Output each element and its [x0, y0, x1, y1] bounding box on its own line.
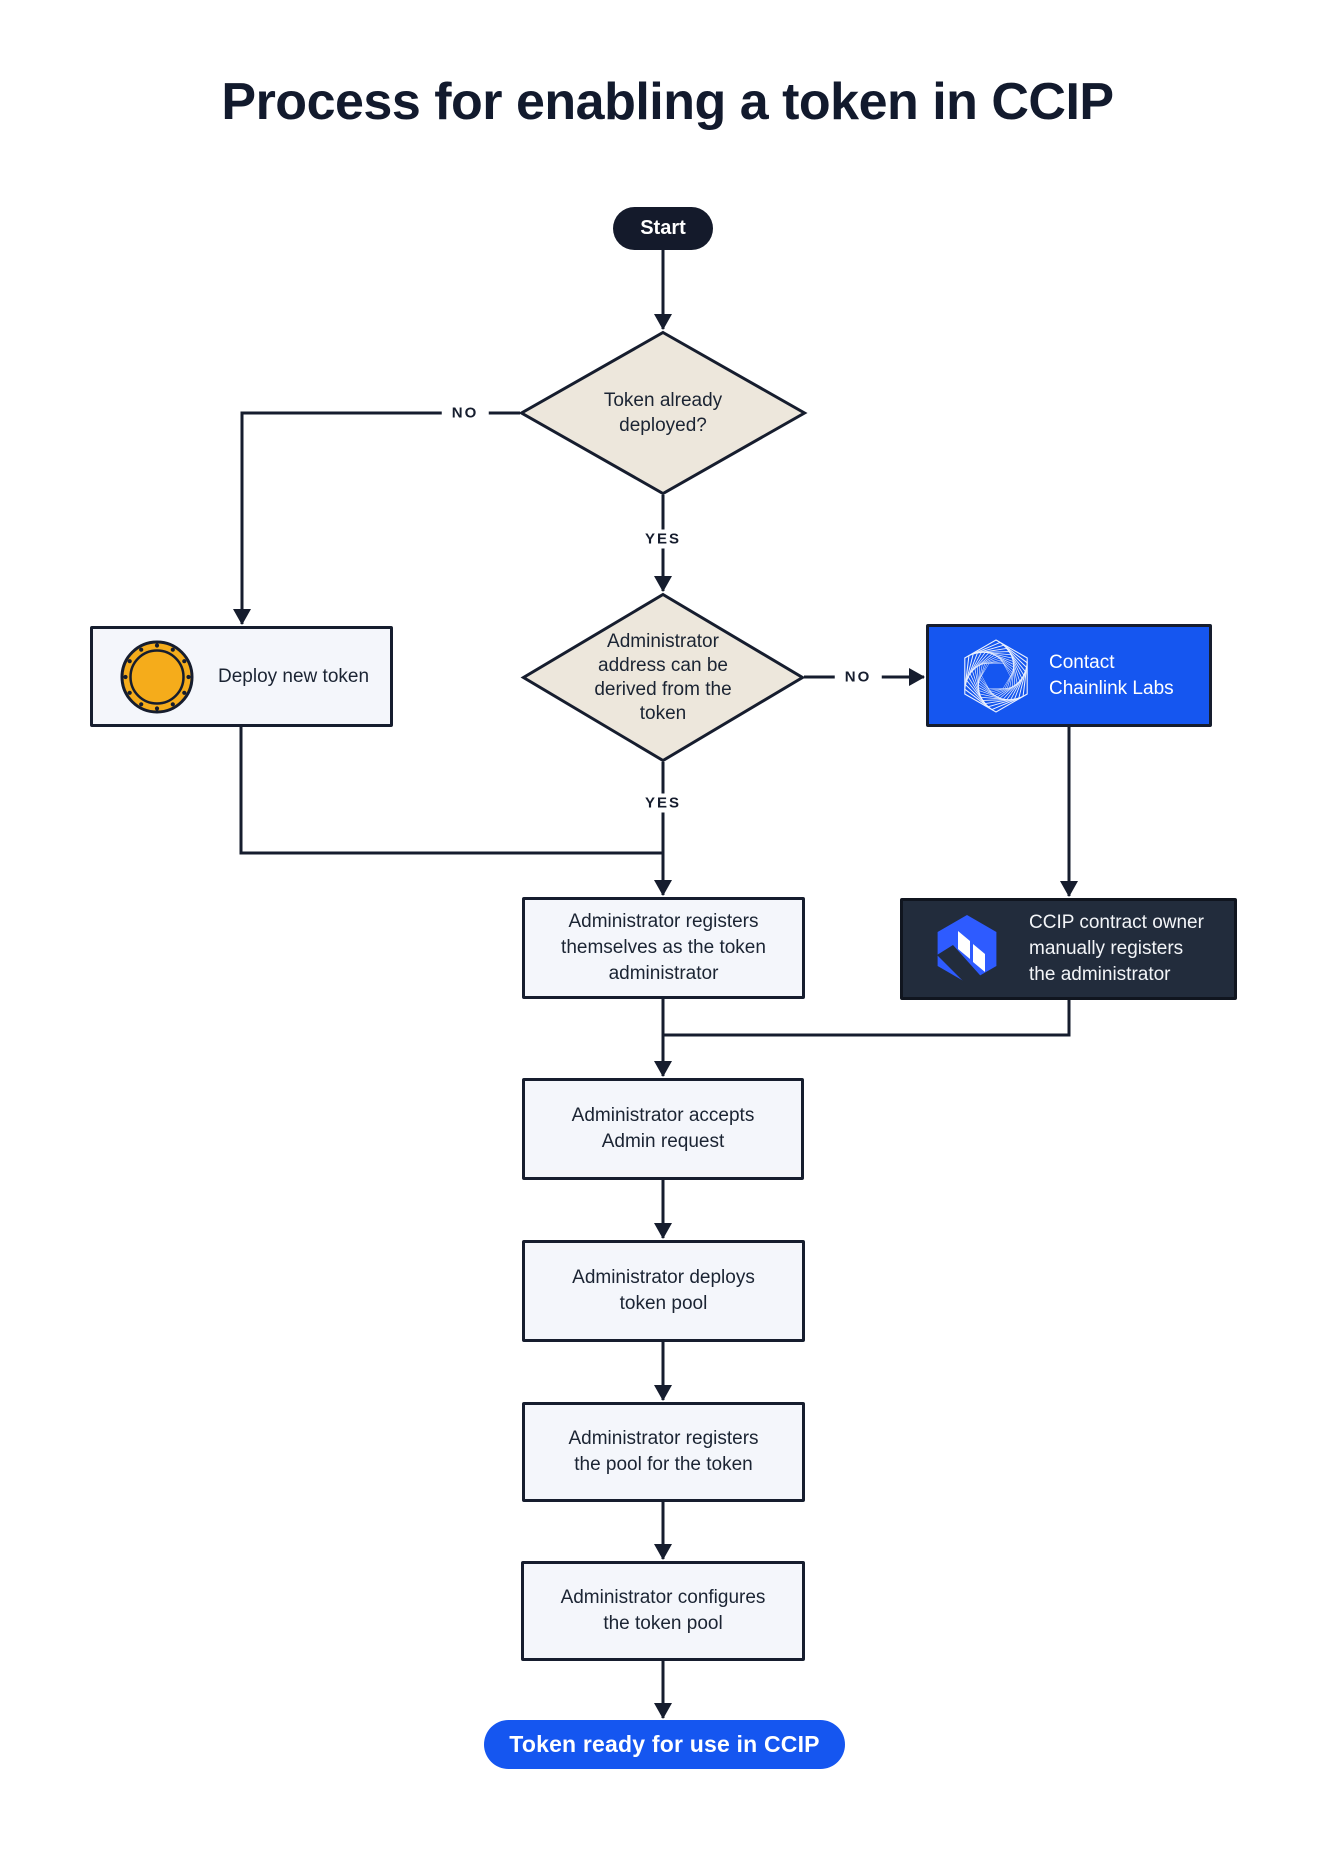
start-label: Start: [640, 217, 686, 239]
deploy-new-token-node: Deploy new token: [90, 626, 393, 727]
admin-registers-self-node: Administrator registers themselves as th…: [522, 897, 805, 999]
admin-registers-self-label: Administrator registers themselves as th…: [561, 911, 766, 984]
ccip-owner-registers-node: CCIP contract owner manually registers t…: [900, 898, 1237, 1000]
token-ready-node: Token ready for use in CCIP: [484, 1720, 845, 1769]
edge-label-yes-deployed: YES: [634, 529, 692, 549]
edge-label-yes-derived: YES: [634, 793, 692, 813]
admin-accepts-request-node: Administrator accepts Admin request: [522, 1078, 804, 1180]
decision-label: Administrator address can be derived fro…: [594, 630, 732, 724]
edge-label-no-deployed: NO: [441, 403, 489, 423]
diamond-shape: [520, 592, 806, 763]
admin-deploys-pool-node: Administrator deploys token pool: [522, 1240, 805, 1342]
admin-registers-pool-label: Administrator registers the pool for the…: [568, 1428, 759, 1475]
admin-configures-pool-label: Administrator configures the token pool: [560, 1587, 766, 1634]
diamond-shape: [518, 330, 808, 496]
contact-chainlink-labs-node: Contact Chainlink Labs: [926, 624, 1212, 727]
edge-label-no-derived: NO: [834, 667, 882, 687]
ccip-owner-registers-label: CCIP contract owner manually registers t…: [1029, 912, 1204, 985]
contact-chainlink-labs-label: Contact Chainlink Labs: [1049, 651, 1174, 699]
decision-admin-address-derived: Administrator address can be derived fro…: [520, 592, 806, 763]
decision-token-already-deployed: Token already deployed?: [518, 330, 808, 496]
admin-accepts-request-label: Administrator accepts Admin request: [571, 1105, 755, 1152]
coin-icon: [120, 640, 194, 713]
token-ready-label: Token ready for use in CCIP: [509, 1731, 820, 1757]
chainlink-labs-logo-icon: [961, 637, 1031, 714]
admin-registers-pool-node: Administrator registers the pool for the…: [522, 1402, 805, 1502]
decision-label: Token already deployed?: [603, 390, 723, 436]
start-node: Start: [613, 207, 713, 250]
admin-deploys-pool-label: Administrator deploys token pool: [572, 1267, 755, 1314]
page-title: Process for enabling a token in CCIP: [221, 73, 1114, 131]
admin-configures-pool-node: Administrator configures the token pool: [521, 1561, 805, 1661]
deploy-new-token-label: Deploy new token: [218, 665, 370, 687]
ccip-logo-icon: [937, 915, 997, 983]
